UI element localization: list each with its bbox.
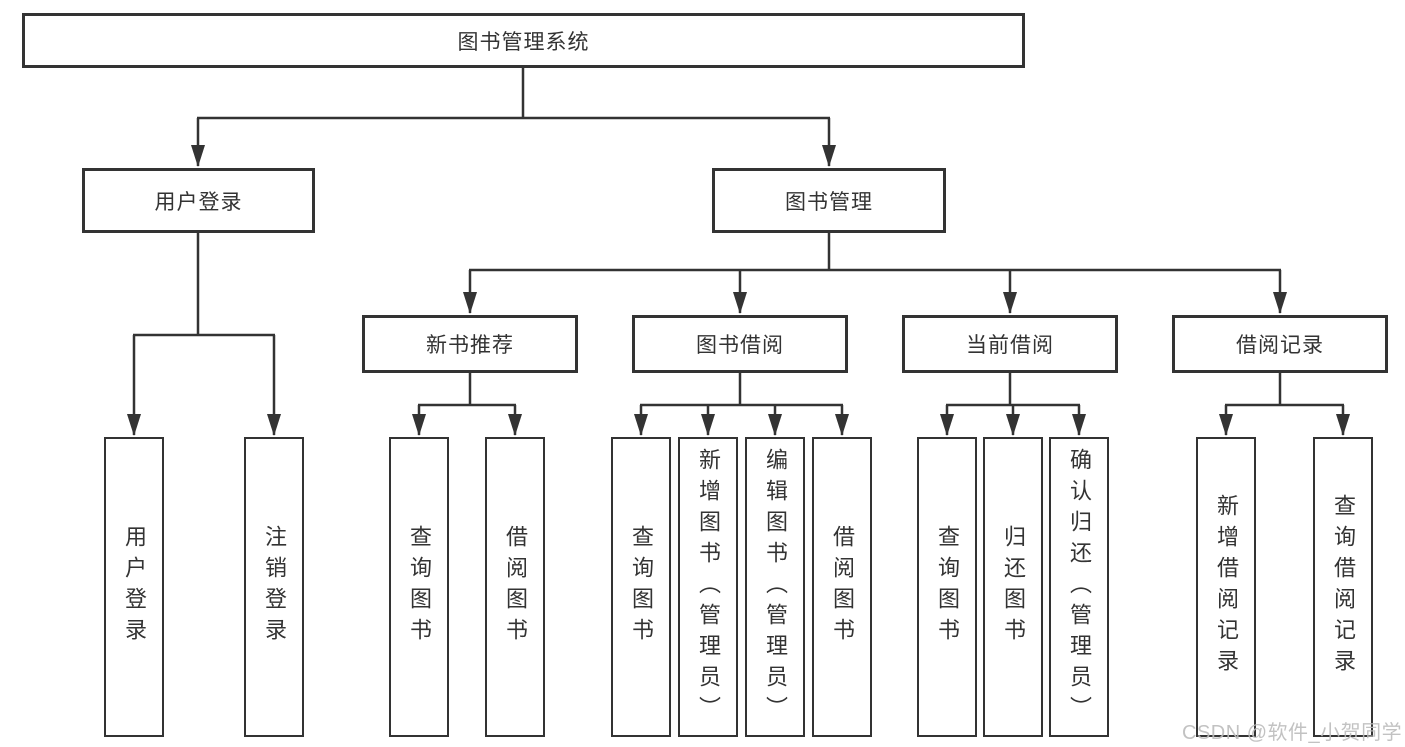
leaf-logout: 注销登录 bbox=[244, 437, 304, 737]
node-book-management-label: 图书管理 bbox=[785, 190, 873, 214]
leaf-return-books: 归还图书 bbox=[983, 437, 1043, 737]
leaf-edit-books-admin-label: 编辑图书（管理员） bbox=[763, 447, 788, 727]
node-root-label: 图书管理系统 bbox=[457, 30, 590, 54]
node-user-login-label: 用户登录 bbox=[154, 190, 243, 214]
tree-branch-lines bbox=[127, 68, 1350, 436]
leaf-query-books-recommend: 查询图书 bbox=[389, 437, 449, 737]
leaf-add-books-admin: 新增图书（管理员） bbox=[678, 437, 738, 737]
node-current-borrowing-label: 当前借阅 bbox=[966, 334, 1054, 357]
leaf-edit-books-admin: 编辑图书（管理员） bbox=[745, 437, 805, 737]
node-book-borrowing-label: 图书借阅 bbox=[696, 334, 784, 357]
node-new-book-recommend-label: 新书推荐 bbox=[426, 334, 514, 357]
leaf-add-books-admin-label: 新增图书（管理员） bbox=[696, 447, 721, 727]
node-borrowing-records-label: 借阅记录 bbox=[1236, 334, 1324, 357]
leaf-borrow-books: 借阅图书 bbox=[812, 437, 872, 737]
node-new-book-recommend: 新书推荐 bbox=[362, 315, 578, 373]
leaf-borrow-books-recommend-label: 借阅图书 bbox=[503, 525, 528, 649]
node-book-management: 图书管理 bbox=[712, 168, 946, 233]
leaf-confirm-return-admin-label: 确认归还（管理员） bbox=[1067, 447, 1092, 727]
leaf-query-books-current-label: 查询图书 bbox=[935, 525, 960, 649]
leaf-query-borrow-record: 查询借阅记录 bbox=[1313, 437, 1373, 737]
leaf-return-books-label: 归还图书 bbox=[1001, 525, 1026, 649]
node-root-system: 图书管理系统 bbox=[22, 13, 1025, 68]
leaf-add-borrow-record: 新增借阅记录 bbox=[1196, 437, 1256, 737]
leaf-borrow-books-label: 借阅图书 bbox=[830, 525, 855, 649]
leaf-confirm-return-admin: 确认归还（管理员） bbox=[1049, 437, 1109, 737]
node-user-login: 用户登录 bbox=[82, 168, 315, 233]
leaf-query-books-current: 查询图书 bbox=[917, 437, 977, 737]
leaf-user-login: 用户登录 bbox=[104, 437, 164, 737]
node-book-borrowing: 图书借阅 bbox=[632, 315, 848, 373]
leaf-query-books-recommend-label: 查询图书 bbox=[407, 525, 432, 649]
node-current-borrowing: 当前借阅 bbox=[902, 315, 1118, 373]
leaf-add-borrow-record-label: 新增借阅记录 bbox=[1214, 494, 1239, 680]
leaf-user-login-label: 用户登录 bbox=[122, 525, 147, 649]
leaf-query-books-borrowing-label: 查询图书 bbox=[629, 525, 654, 649]
leaf-logout-label: 注销登录 bbox=[262, 525, 287, 649]
leaf-query-books-borrowing: 查询图书 bbox=[611, 437, 671, 737]
leaf-borrow-books-recommend: 借阅图书 bbox=[485, 437, 545, 737]
node-borrowing-records: 借阅记录 bbox=[1172, 315, 1388, 373]
leaf-query-borrow-record-label: 查询借阅记录 bbox=[1331, 494, 1356, 680]
